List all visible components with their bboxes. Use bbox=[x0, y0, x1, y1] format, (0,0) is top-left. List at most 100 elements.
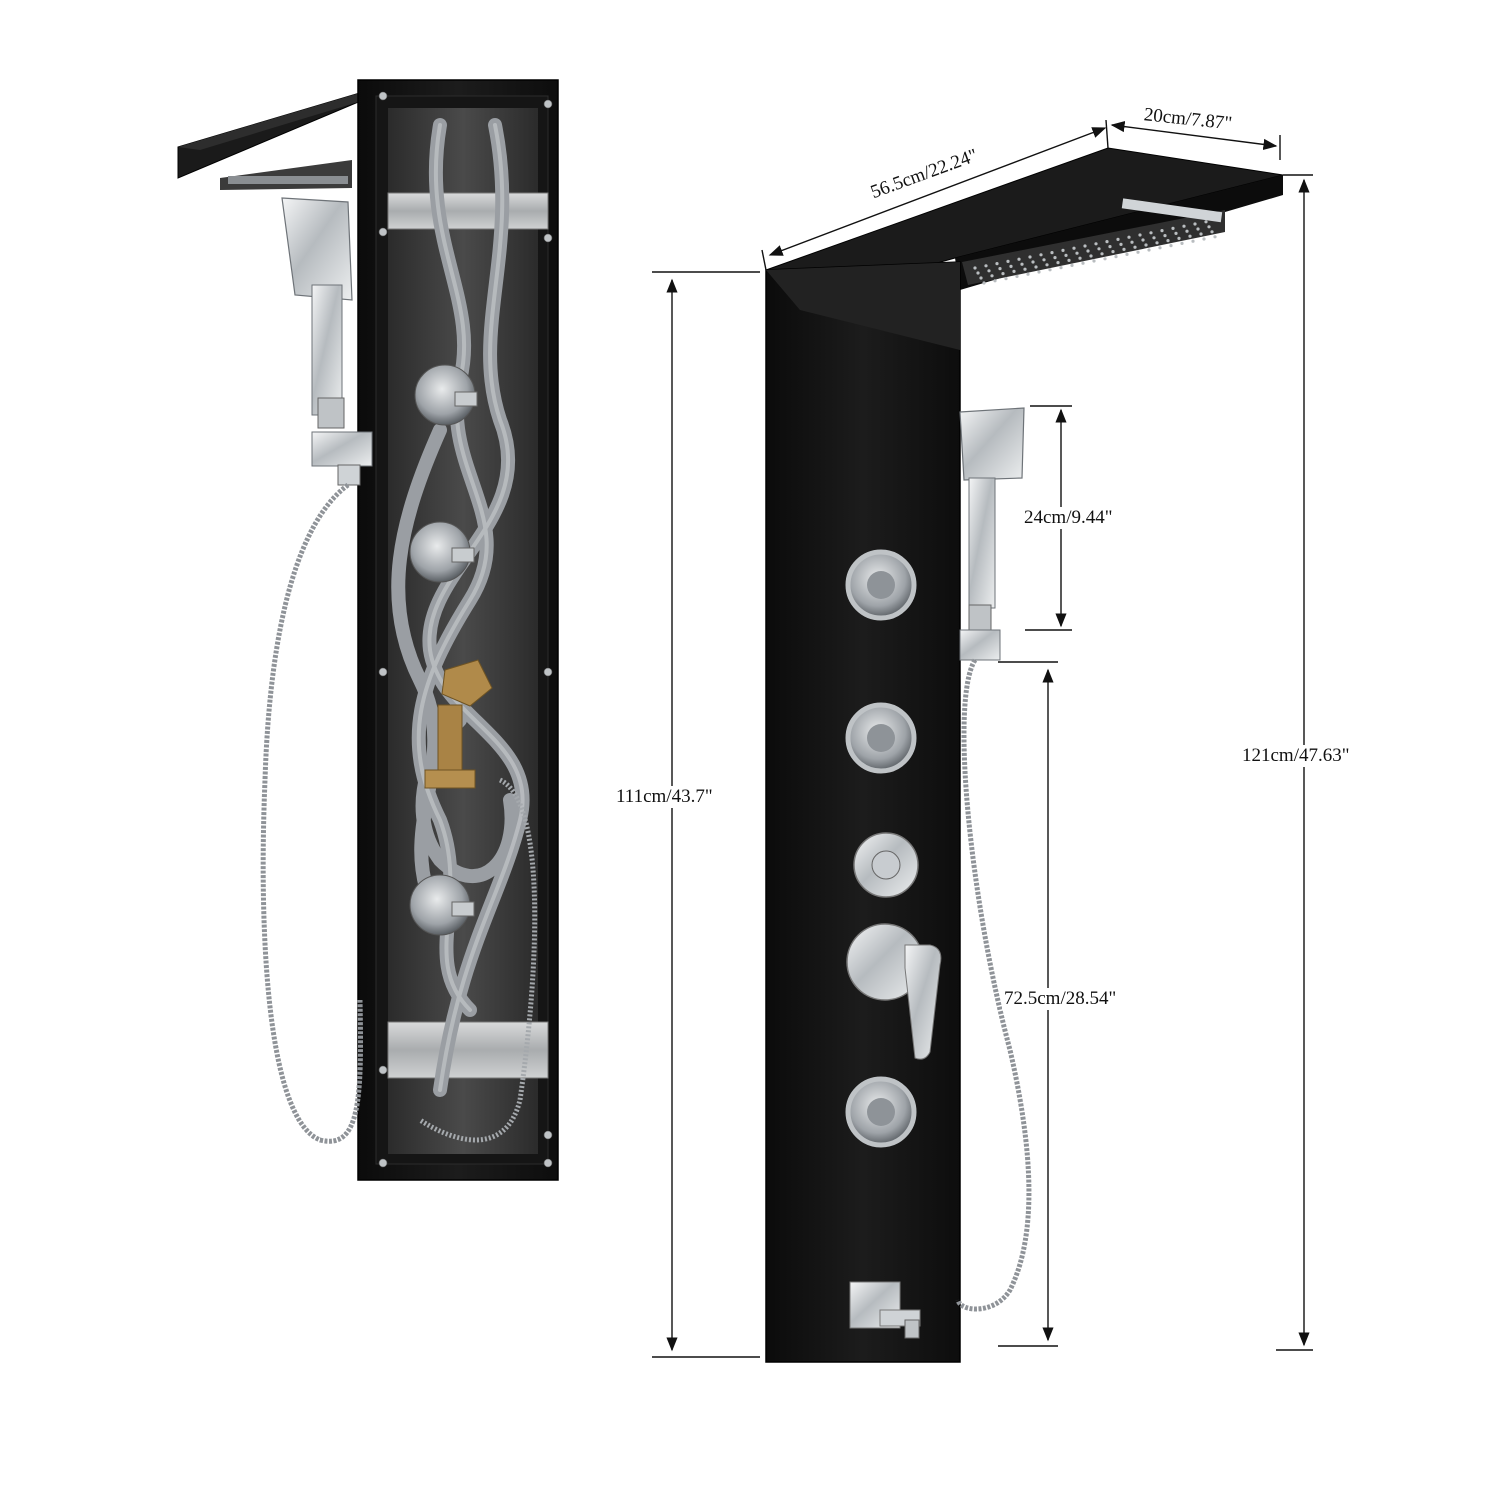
nozzle-dot bbox=[1083, 244, 1087, 248]
label-hose-height: 72.5cm/28.54" bbox=[1002, 988, 1119, 1010]
nozzle-dot bbox=[1070, 263, 1074, 267]
nozzle-dot bbox=[1031, 260, 1035, 264]
nozzle-dot bbox=[1213, 235, 1217, 239]
nozzle-dot bbox=[1094, 242, 1098, 246]
nozzle-dot bbox=[1158, 246, 1162, 250]
nozzle-dot bbox=[1015, 274, 1019, 278]
nozzle-dot bbox=[1160, 229, 1164, 233]
nozzle-dot bbox=[1163, 234, 1167, 238]
diverter-knob-icon[interactable] bbox=[853, 832, 919, 898]
nozzle-dot bbox=[1199, 232, 1203, 236]
nozzle-dot bbox=[1152, 236, 1156, 240]
nozzle-dot bbox=[1105, 240, 1109, 244]
nozzle-dot bbox=[1133, 245, 1137, 249]
body-jet-icon bbox=[845, 702, 917, 774]
nozzle-dot bbox=[1202, 237, 1206, 241]
nozzle-dot bbox=[987, 269, 991, 273]
nozzle-dot bbox=[1116, 237, 1120, 241]
mounting-rail-top bbox=[387, 192, 549, 230]
nozzle-dot bbox=[1048, 268, 1052, 272]
dim-line-panel-length bbox=[768, 127, 1107, 256]
nozzle-dot bbox=[1039, 253, 1043, 257]
nozzle-dot bbox=[1166, 239, 1170, 243]
nozzle-dot bbox=[1108, 245, 1112, 249]
open-panel-back-view bbox=[177, 79, 559, 1181]
nozzle-dot bbox=[1001, 272, 1005, 276]
nozzle-dot bbox=[1169, 244, 1173, 248]
nozzle-dot bbox=[1138, 233, 1142, 237]
nozzle-dot bbox=[1089, 254, 1093, 258]
nozzle-dot bbox=[1012, 269, 1016, 273]
dim-line-panel-depth bbox=[1110, 121, 1278, 150]
nozzle-dot bbox=[1182, 224, 1186, 228]
front-panel-view bbox=[765, 147, 1284, 1363]
nozzle-dot bbox=[1144, 243, 1148, 247]
nozzle-dot bbox=[1114, 255, 1118, 259]
nozzle-dot bbox=[1064, 253, 1068, 257]
nozzle-dot bbox=[1023, 267, 1027, 271]
nozzle-dot bbox=[1028, 255, 1032, 259]
hand-shower-icon[interactable] bbox=[959, 407, 1025, 661]
nozzle-dot bbox=[1149, 231, 1153, 235]
nozzle-dot bbox=[1017, 257, 1021, 261]
brass-manifold bbox=[424, 659, 493, 789]
nozzle-dot bbox=[998, 267, 1002, 271]
nozzle-dot bbox=[995, 262, 999, 266]
nozzle-dot bbox=[1136, 250, 1140, 254]
nozzle-dot bbox=[1042, 258, 1046, 262]
rear-valve-1 bbox=[414, 364, 478, 426]
label-panel-height-body: 111cm/43.7" bbox=[614, 786, 715, 808]
nozzle-dot bbox=[1177, 236, 1181, 240]
nozzle-dot bbox=[1207, 225, 1211, 229]
label-total-height: 121cm/47.63" bbox=[1240, 745, 1352, 767]
body-jet-icon bbox=[845, 549, 917, 621]
nozzle-dot bbox=[1050, 251, 1054, 255]
nozzle-dot bbox=[1009, 264, 1013, 268]
rear-valve-3 bbox=[409, 874, 475, 936]
nozzle-dot bbox=[1092, 259, 1096, 263]
nozzle-dot bbox=[979, 276, 983, 280]
nozzle-dot bbox=[1097, 247, 1101, 251]
mixer-lever-icon[interactable] bbox=[846, 923, 942, 1060]
nozzle-dot bbox=[973, 266, 977, 270]
nozzle-dot bbox=[1075, 251, 1079, 255]
nozzle-dot bbox=[1196, 227, 1200, 231]
mounting-rail-bottom bbox=[387, 1021, 549, 1079]
nozzle-dot bbox=[1111, 250, 1115, 254]
nozzle-dot bbox=[1100, 252, 1104, 256]
nozzle-dot bbox=[1045, 263, 1049, 267]
nozzle-dot bbox=[1020, 262, 1024, 266]
nozzle-dot bbox=[1180, 241, 1184, 245]
tub-spout-icon bbox=[849, 1281, 921, 1339]
nozzle-dot bbox=[1204, 220, 1208, 224]
nozzle-dot bbox=[1141, 238, 1145, 242]
body-jet-icon bbox=[845, 1076, 917, 1148]
nozzle-dot bbox=[1004, 277, 1008, 281]
nozzle-dot bbox=[984, 264, 988, 268]
nozzle-dot bbox=[976, 271, 980, 275]
nozzle-dot bbox=[1053, 256, 1057, 260]
nozzle-dot bbox=[1185, 229, 1189, 233]
nozzle-dot bbox=[990, 274, 994, 278]
nozzle-dot bbox=[1191, 239, 1195, 243]
nozzle-dot bbox=[993, 279, 997, 283]
nozzle-dot bbox=[1127, 235, 1131, 239]
nozzle-dot bbox=[1086, 249, 1090, 253]
hand-shower-icon bbox=[281, 197, 373, 486]
nozzle-dot bbox=[1037, 270, 1041, 274]
nozzle-dot bbox=[1119, 242, 1123, 246]
panel-column bbox=[765, 261, 961, 1363]
nozzle-dot bbox=[1061, 248, 1065, 252]
nozzle-dot bbox=[1078, 256, 1082, 260]
nozzle-dot bbox=[1174, 231, 1178, 235]
rear-valve-2 bbox=[409, 521, 475, 583]
nozzle-dot bbox=[1210, 230, 1214, 234]
nozzle-dot bbox=[1034, 265, 1038, 269]
nozzle-dot bbox=[1067, 258, 1071, 262]
nozzle-dot bbox=[1122, 247, 1126, 251]
nozzle-dot bbox=[1026, 272, 1030, 276]
nozzle-dot bbox=[1193, 222, 1197, 226]
label-hand-shower-length: 24cm/9.44" bbox=[1022, 507, 1115, 529]
